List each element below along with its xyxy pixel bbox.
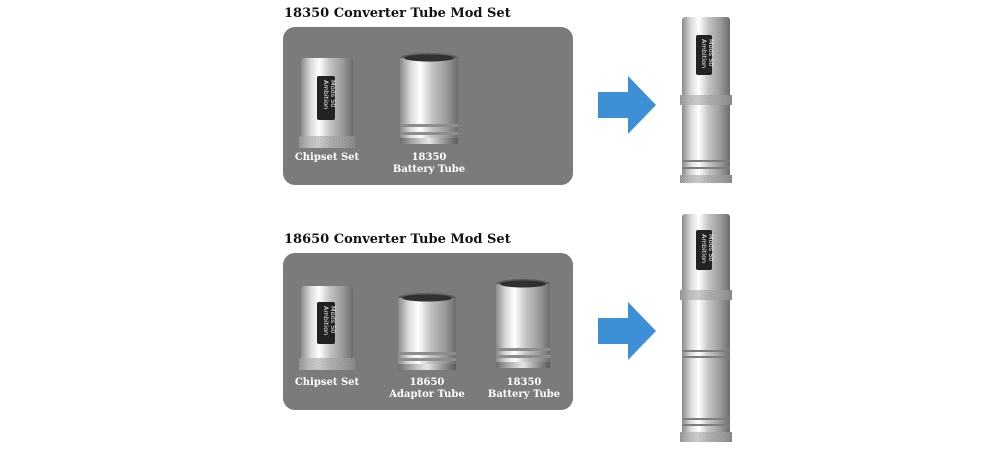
brand-name-line-1: Ambition — [322, 80, 330, 109]
brand-name-line-2: Mods 50 — [329, 80, 337, 107]
battery-tube-icon — [496, 279, 550, 368]
adaptor-tube-icon — [398, 293, 456, 370]
brand-name-line-1: Ambition — [700, 39, 708, 68]
assembled-mod-short-icon: Ambition Mods 50 — [680, 17, 732, 183]
assembled-mod-long-icon: Ambition Mods 50 — [680, 214, 732, 442]
brand-name-line-2: Mods 50 — [707, 39, 715, 66]
brand-name-line-2: Mods 50 — [707, 234, 715, 261]
battery-tube-icon — [400, 53, 458, 144]
brand-name-line-2: Mods 50 — [329, 306, 337, 333]
chipset-tube-icon: Ambition Mods 50 — [299, 286, 355, 370]
item-label: 18650 Adaptor Tube — [389, 377, 465, 400]
section-title: 18650 Converter Tube Mod Set — [284, 232, 511, 247]
chipset-tube-icon: Ambition Mods 50 — [299, 58, 355, 148]
brand-name-line-1: Ambition — [700, 234, 708, 263]
brand-name-line-1: Ambition — [322, 306, 330, 335]
arrow-right-icon — [598, 302, 656, 360]
item-label: 18350 Battery Tube — [487, 377, 561, 400]
item-label: Chipset Set — [294, 152, 360, 163]
item-label: Chipset Set — [294, 377, 360, 388]
arrow-right-icon — [598, 76, 656, 134]
section-title: 18350 Converter Tube Mod Set — [284, 6, 511, 21]
item-label: 18350 Battery Tube — [392, 152, 466, 175]
